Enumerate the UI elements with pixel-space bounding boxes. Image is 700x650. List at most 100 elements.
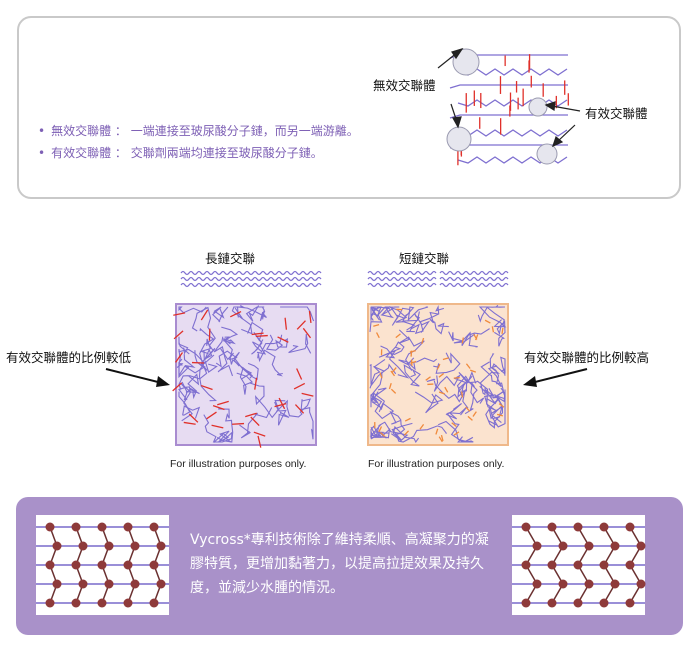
lattice-bead <box>97 598 107 608</box>
crosslink <box>308 310 312 323</box>
polymer-chain <box>398 329 425 371</box>
crosslink <box>293 382 306 390</box>
crosslink <box>391 367 397 373</box>
polymer-chain <box>178 373 200 400</box>
lattice-bead <box>610 541 620 551</box>
crosslink <box>200 384 213 391</box>
polymer-chain <box>194 347 216 371</box>
lattice-bead <box>97 560 107 570</box>
lattice-bead <box>149 598 159 608</box>
polymer-chain <box>181 381 200 422</box>
label-valid-crosslinker: 有效交聯體 <box>585 106 648 121</box>
polymer-chain <box>370 306 391 321</box>
lattice-bead <box>625 560 635 570</box>
lattice-bead <box>45 522 55 532</box>
definition-item-valid: •有效交聯體 ： 交聯劑兩端均連接至玻尿酸分子鏈。 <box>38 146 323 160</box>
wave-line <box>439 270 509 276</box>
definition-item-invalid: •無效交聯體 ： 一端連接至玻尿酸分子鏈，而另一端游離。 <box>38 124 359 138</box>
long-chain-wave-icon <box>180 270 322 288</box>
short-chain-panel <box>367 303 509 446</box>
lattice-bead <box>584 579 594 589</box>
polymer-chain <box>500 356 506 374</box>
polymer-chain <box>453 331 478 348</box>
polymer-chain <box>414 391 444 414</box>
crosslink <box>438 372 445 378</box>
polymer-chain <box>199 338 215 362</box>
crosslink <box>245 412 257 418</box>
polymer-chain <box>233 351 259 381</box>
polymer-chain <box>191 306 216 347</box>
polymer-chain <box>247 321 264 355</box>
crosslink <box>491 326 495 333</box>
crosslink <box>442 357 449 361</box>
network-spheres <box>446 48 558 165</box>
crosslink <box>211 424 224 429</box>
short-chain-title: 短鏈交聯 <box>399 251 450 266</box>
network-arrows <box>437 47 581 148</box>
lattice-bead <box>558 579 568 589</box>
polymer-chain <box>280 306 315 322</box>
polymer-chain <box>479 353 501 396</box>
crosslink <box>465 406 471 412</box>
crosslink <box>484 319 491 324</box>
polymer-chain <box>378 346 410 379</box>
crosslink <box>378 426 383 433</box>
crosslink <box>379 432 386 438</box>
lattice-bead <box>521 598 531 608</box>
crosslink <box>301 392 314 397</box>
crosslink <box>395 333 401 339</box>
polymer-chain <box>433 374 467 393</box>
crosslink <box>436 363 441 370</box>
polymer-chain <box>406 313 431 333</box>
crosslink <box>425 376 431 381</box>
crosslink <box>453 431 460 436</box>
polymer-chain <box>178 391 201 419</box>
wave-line <box>180 270 322 276</box>
polymer-chain <box>252 334 283 355</box>
lattice-bead <box>636 579 646 589</box>
lattice-bead <box>156 579 166 589</box>
polymer-chain <box>380 306 400 319</box>
crosslink <box>421 337 425 344</box>
sphere-2 <box>446 126 472 152</box>
polymer-chain <box>467 371 485 404</box>
network-chain <box>449 84 568 89</box>
crosslink <box>277 336 289 343</box>
polymer-chain <box>265 334 289 351</box>
sphere-3 <box>528 97 548 117</box>
polymer-chain <box>178 336 190 355</box>
lattice-bead <box>547 522 557 532</box>
polymer-chain <box>198 360 218 402</box>
wave-line <box>367 270 437 276</box>
polymer-chain <box>480 361 502 388</box>
polymer-chain <box>213 336 234 377</box>
lattice-bead <box>625 522 635 532</box>
polymer-chain <box>457 436 474 443</box>
definition-desc: 一端連接至玻尿酸分子鏈，而另一端游離。 <box>130 124 359 138</box>
polymer-chain <box>433 352 461 374</box>
crosslink <box>173 312 186 316</box>
lattice-bead <box>123 560 133 570</box>
crosslink <box>438 436 443 443</box>
polymer-chain <box>458 372 489 403</box>
definition-term: 有效交聯體 <box>51 146 112 160</box>
crosslink <box>469 369 477 373</box>
polymer-chain <box>490 387 506 399</box>
label-low-valid-ratio: 有效交聯體的比例較低 <box>6 350 132 365</box>
short-chain-network <box>369 304 507 444</box>
crosslink <box>250 416 260 426</box>
crosslink <box>467 415 473 421</box>
polymer-chain <box>257 349 283 377</box>
lattice-bead <box>599 598 609 608</box>
wave-line <box>367 276 437 282</box>
polymer-chain <box>300 399 314 440</box>
crosslink <box>501 327 504 334</box>
wave-line <box>180 282 322 288</box>
crosslink <box>253 431 266 437</box>
lattice-bead <box>52 541 62 551</box>
definition-list: •無效交聯體 ： 一端連接至玻尿酸分子鏈，而另一端游離。 •有效交聯體 ： 交聯… <box>38 120 359 164</box>
wave-line <box>439 276 509 282</box>
polymer-chain <box>237 306 267 322</box>
lattice-bead <box>584 541 594 551</box>
crosslink <box>257 435 262 448</box>
